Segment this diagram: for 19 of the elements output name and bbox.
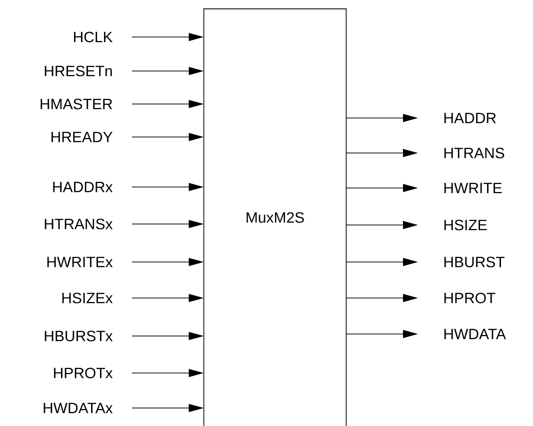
signal-label: HRESETn bbox=[44, 66, 112, 76]
signal-label: HTRANSx bbox=[44, 218, 113, 230]
signal-label: HADDR bbox=[444, 112, 496, 124]
signal-label: HADDRx bbox=[53, 182, 113, 192]
signal-label: HWDATA bbox=[444, 328, 506, 340]
signal-label: HWRITE bbox=[444, 182, 502, 194]
signal-label: HWDATAx bbox=[44, 402, 113, 414]
signal-label: HBURSTx bbox=[44, 330, 113, 342]
block-box: MuxM2S bbox=[203, 8, 347, 426]
signal-label: HTRANS bbox=[444, 148, 504, 158]
signal-label: HBURST bbox=[444, 256, 505, 268]
signal-label: HSIZEx bbox=[62, 292, 113, 304]
signal-label: HSIZE bbox=[444, 220, 487, 230]
signal-label: HCLK bbox=[74, 32, 113, 42]
signal-label: HREADY bbox=[52, 132, 112, 142]
signal-label: HPROTx bbox=[54, 368, 113, 378]
signal-label: HPROT bbox=[444, 292, 496, 304]
signal-label: HMASTER bbox=[40, 98, 112, 110]
signal-label: HWRITEx bbox=[47, 256, 113, 268]
